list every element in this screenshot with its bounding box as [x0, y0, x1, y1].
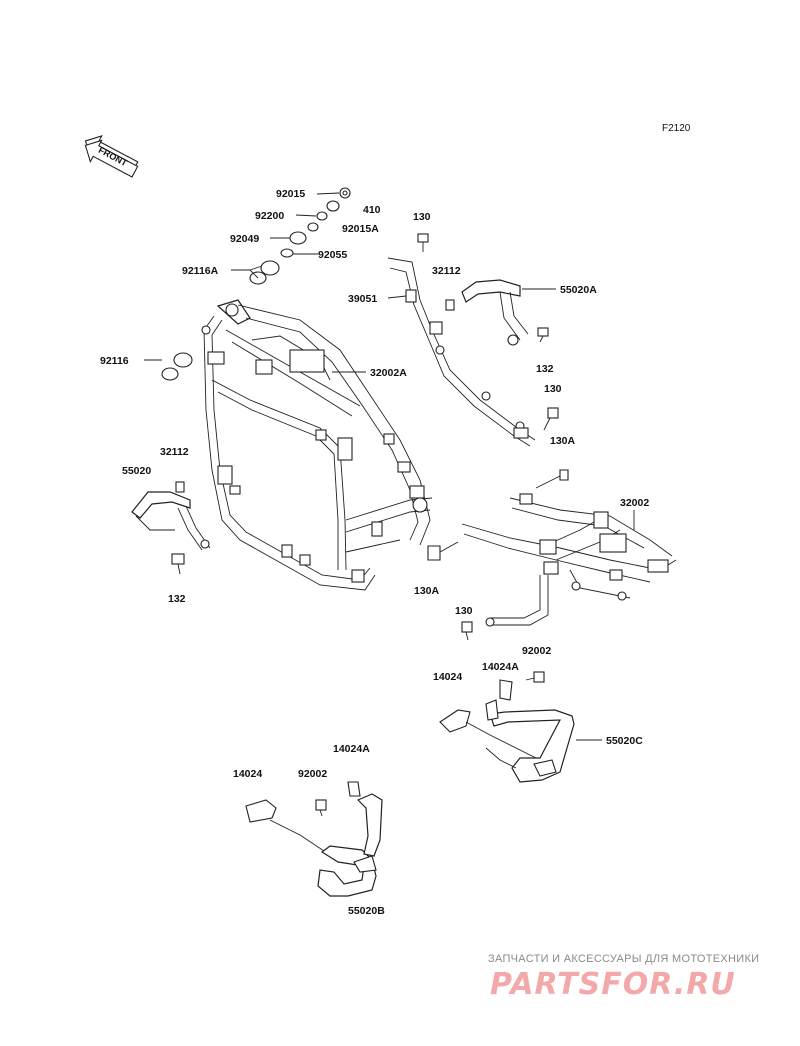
front-arrow-icon: FRONT: [84, 135, 139, 178]
footpeg-55020: [131, 481, 211, 551]
label-92002-left: 92002: [298, 768, 327, 780]
label-130-mid: 130: [544, 383, 562, 395]
label-410: 410: [363, 204, 381, 216]
label-39051: 39051: [348, 293, 377, 305]
label-130A-mid: 130A: [550, 435, 576, 447]
label-92002-right: 92002: [522, 645, 551, 657]
label-92015: 92015: [276, 188, 305, 200]
label-32002: 32002: [620, 497, 649, 509]
label-14024A-left: 14024A: [333, 743, 370, 755]
label-92200: 92200: [255, 210, 284, 222]
watermark-tagline: ЗАПЧАСТИ И АКСЕССУАРЫ ДЛЯ МОТОТЕХНИКИ: [488, 953, 759, 965]
label-32112-top: 32112: [432, 265, 461, 277]
main-frame-32002A: [201, 299, 433, 591]
label-132-left: 132: [168, 593, 186, 605]
label-132-right: 132: [536, 363, 554, 375]
watermark-logo: PARTSFOR.RU: [490, 967, 736, 1002]
label-14024A-right: 14024A: [482, 661, 519, 673]
label-92049: 92049: [230, 233, 259, 245]
bolts: [171, 233, 569, 817]
label-55020: 55020: [122, 465, 151, 477]
label-92116: 92116: [100, 355, 129, 367]
upper-right-rail: [387, 257, 536, 447]
label-130A-low: 130A: [414, 585, 440, 597]
label-55020B: 55020B: [348, 905, 385, 917]
label-32112-left: 32112: [160, 446, 189, 458]
label-55020A: 55020A: [560, 284, 597, 296]
label-14024-left: 14024: [233, 768, 262, 780]
label-130-top: 130: [413, 211, 431, 223]
engine-guard-55020C: [439, 679, 575, 783]
rear-frame-32002: [461, 493, 677, 627]
label-55020C: 55020C: [606, 735, 643, 747]
label-92116A: 92116A: [182, 265, 219, 277]
label-92015A: 92015A: [342, 223, 379, 235]
engine-guard-55020B: [245, 781, 383, 897]
label-32002A: 32002A: [370, 367, 407, 379]
label-130-low: 130: [455, 605, 473, 617]
label-14024-right: 14024: [433, 671, 462, 683]
label-92055: 92055: [318, 249, 347, 261]
top-hardware: [231, 187, 351, 285]
figure-code: F2120: [662, 123, 691, 134]
